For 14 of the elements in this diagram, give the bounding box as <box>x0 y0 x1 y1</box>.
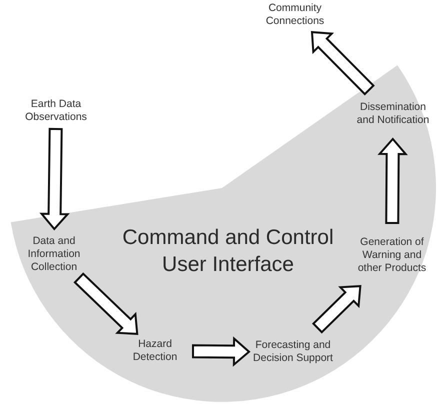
step-label: Forecasting and Decision Support <box>252 339 334 365</box>
step-label: Community Connections <box>264 2 326 28</box>
step-label: Earth Data Observations <box>24 98 88 124</box>
block-arrow <box>378 137 408 224</box>
block-arrow <box>192 336 251 367</box>
block-arrow <box>39 128 70 231</box>
step-label: Generation of Warning and other Products <box>356 236 428 274</box>
block-arrow <box>73 272 138 335</box>
step-label: Data and Information Collection <box>26 234 82 274</box>
step-label: Hazard Detection <box>132 338 178 364</box>
block-arrow <box>312 285 362 334</box>
center-heading: Command and Control User Interface <box>121 225 335 278</box>
block-arrow <box>310 31 375 96</box>
step-label: Dissemination and Notification <box>356 101 430 127</box>
